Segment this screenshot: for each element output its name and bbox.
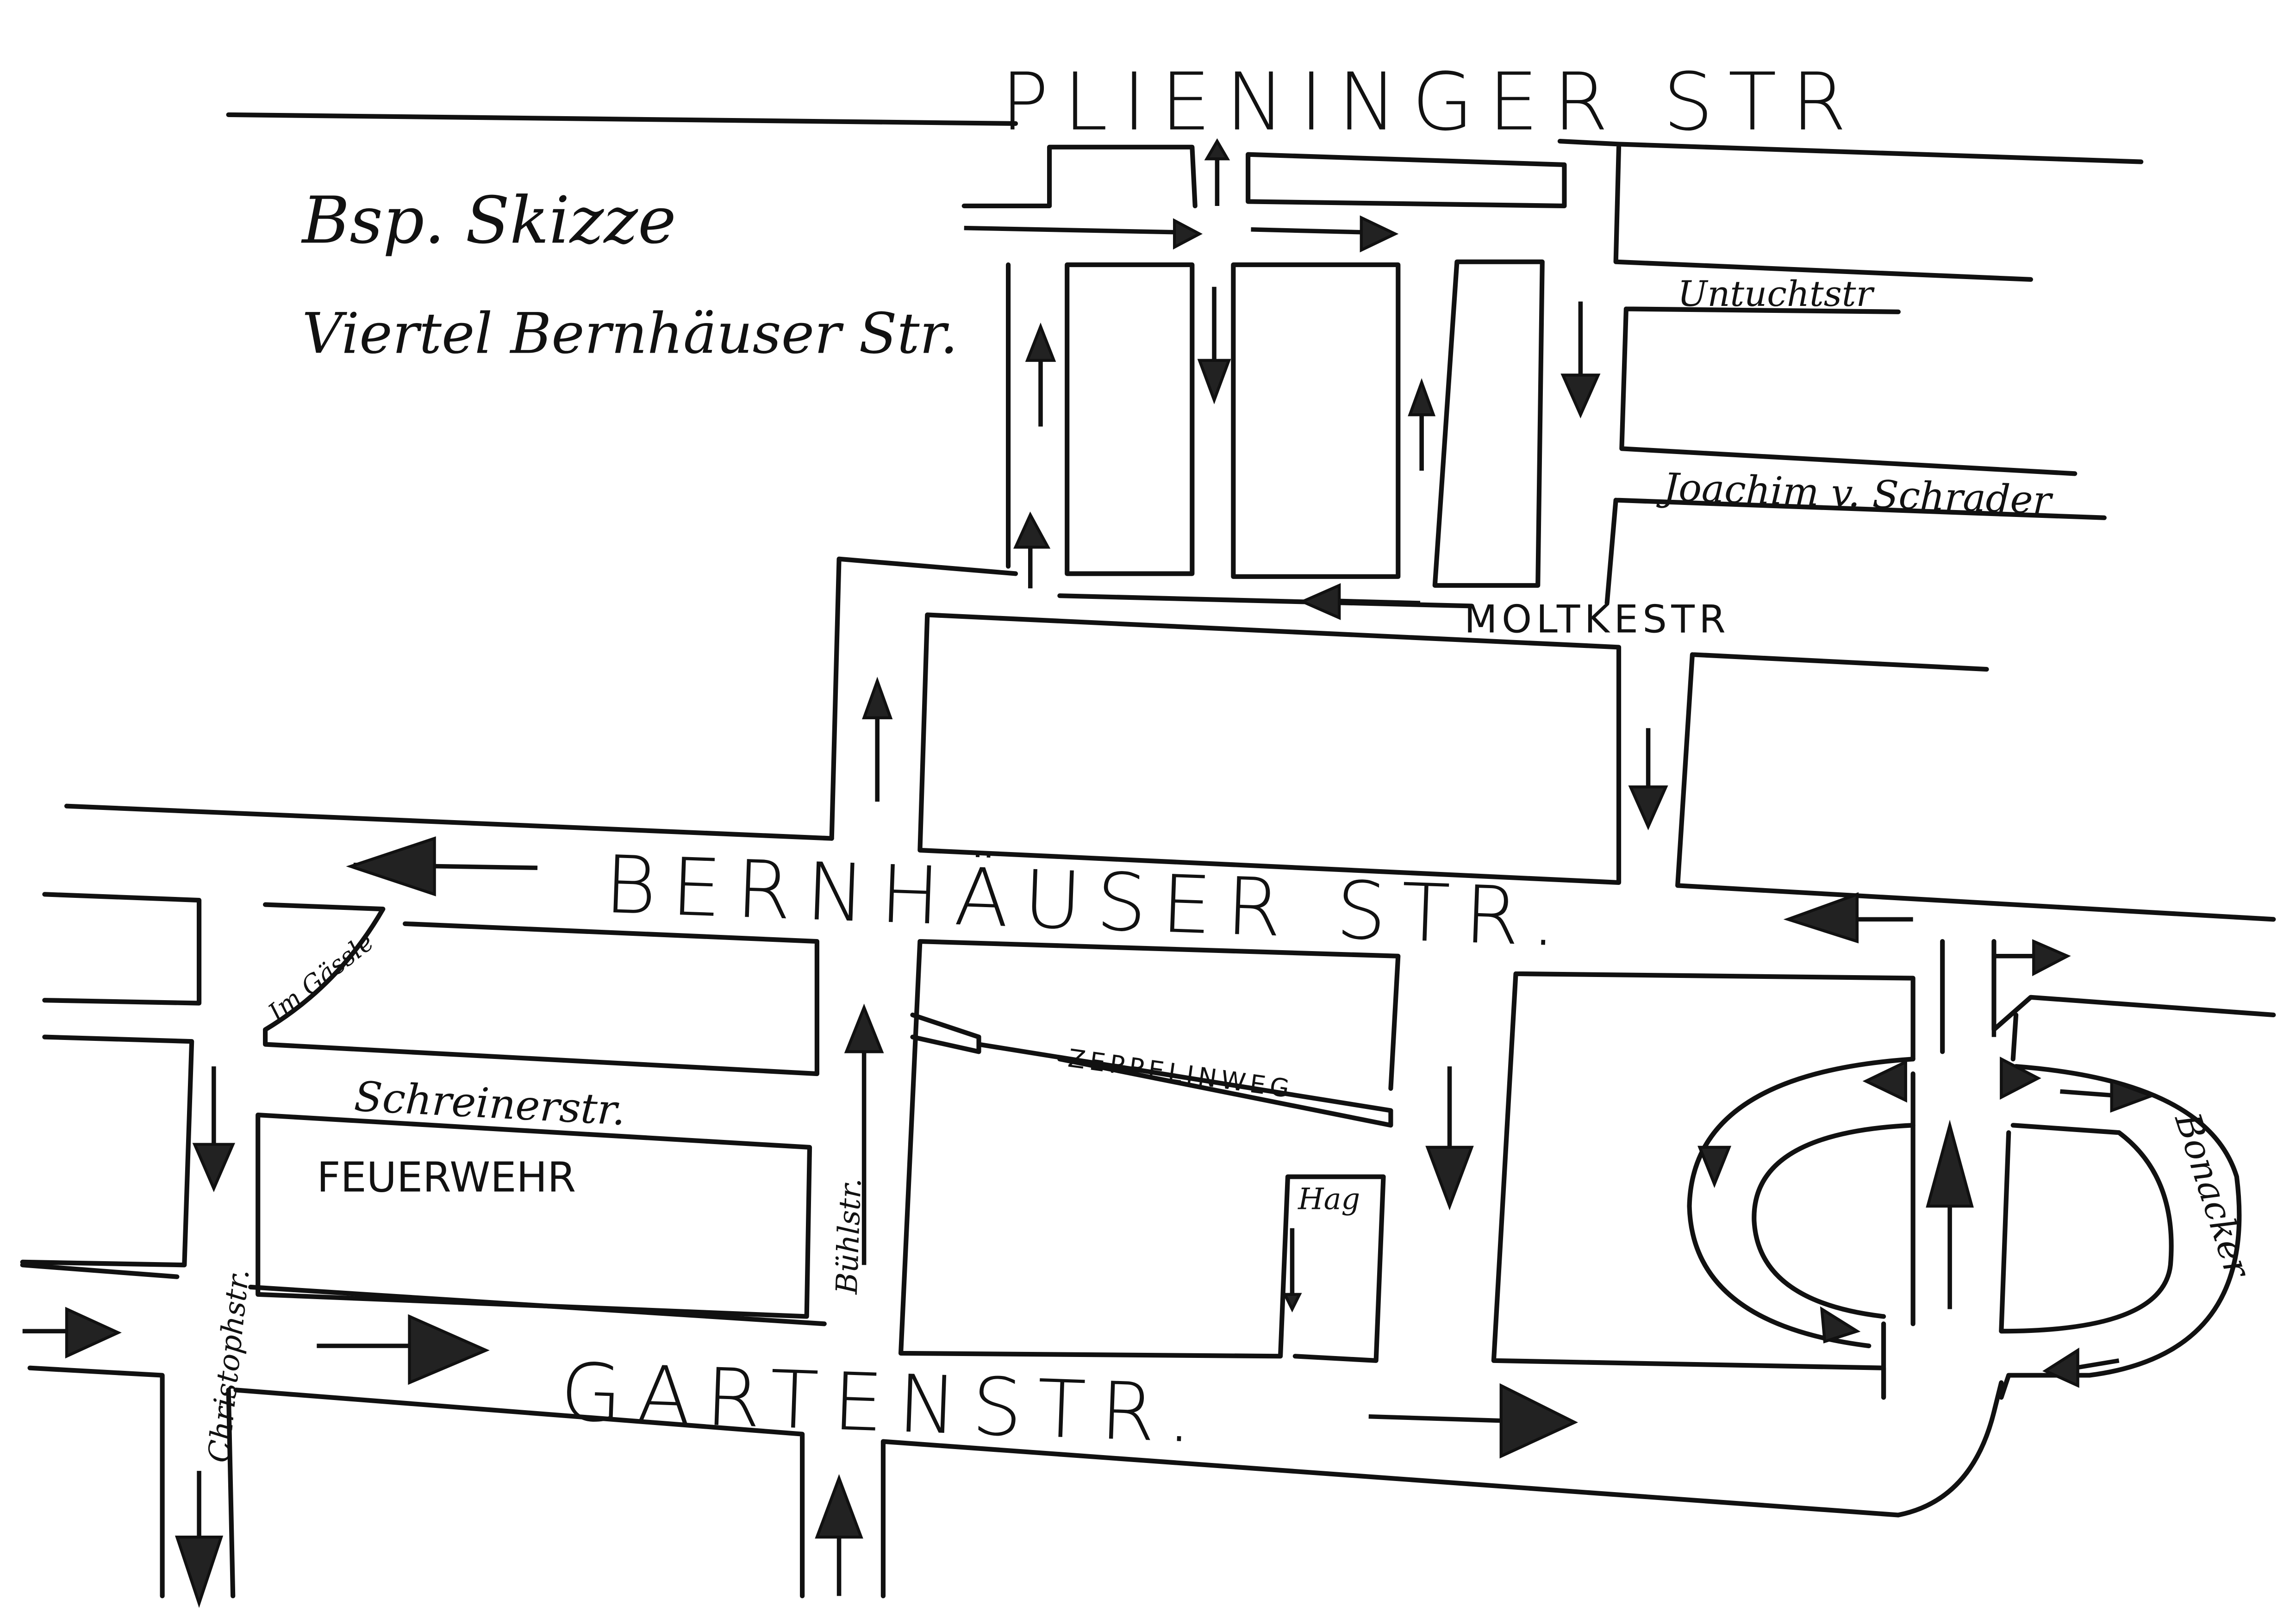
landmark-feuerwehr: FEUERWEHR <box>317 1153 576 1201</box>
arrow-down-icon <box>1697 1145 1732 1188</box>
arrow-left-icon <box>1862 1059 1907 1103</box>
arrow-up-icon <box>1013 511 1051 589</box>
street-label-gaessle: Im Gässle <box>262 927 379 1027</box>
street-label-hag: Hag <box>1298 1182 1360 1216</box>
one-way-arrows <box>22 138 2156 1608</box>
street-label-garten: GARTENSTR. <box>559 1346 1209 1461</box>
title-line-2: Viertel Bernhäuser Str. <box>302 302 958 367</box>
arrow-right-icon <box>1368 1383 1578 1459</box>
arrow-down-icon <box>1425 1066 1474 1211</box>
arrow-down-icon <box>1197 286 1231 404</box>
arrow-up-icon <box>1025 322 1056 427</box>
street-label-schrader: Joachim v. Schrader <box>1656 465 2054 523</box>
arrow-right-icon <box>317 1314 490 1385</box>
road-outlines <box>20 112 2276 1599</box>
labels: Bsp. Skizze Viertel Bernhäuser Str. PLIE… <box>201 56 2259 1464</box>
arrow-up-icon <box>844 1003 884 1265</box>
arrow-right-icon <box>2060 1079 2156 1113</box>
arrow-down-icon <box>1628 728 1668 830</box>
arrow-right-icon <box>1820 1306 1861 1344</box>
arrow-down-icon <box>1282 1228 1302 1313</box>
arrow-turn-right-icon <box>1991 939 2071 1037</box>
street-label-bernhaeuser: BERNHÄUSER STR. <box>603 839 1573 965</box>
arrow-left-icon <box>346 836 538 896</box>
arrow-right-icon <box>964 218 1203 250</box>
street-label-untucht: Untuchtstr <box>1678 273 1875 314</box>
arrow-right-icon <box>2000 1057 2041 1100</box>
arrow-left-icon <box>1298 583 1421 620</box>
street-label-moltke: MOLTKESTR <box>1464 597 1730 642</box>
street-label-plieninger: PLIENINGER STR <box>1001 56 1861 149</box>
arrow-up-icon <box>1204 138 1230 206</box>
arrow-right-icon <box>22 1307 122 1359</box>
arrow-up-icon <box>1408 378 1436 471</box>
arrow-up-icon <box>1926 1120 1974 1309</box>
arrow-down-icon <box>175 1471 224 1608</box>
street-label-bonacker: Bonacker <box>2167 1107 2259 1284</box>
arrow-left-icon <box>1783 892 1913 944</box>
street-label-christoph: Christophstr. <box>201 1267 256 1464</box>
street-label-zeppelin: ZEPPELINWEG <box>1066 1044 1295 1104</box>
street-label-buehl: Bühlstr. <box>830 1177 868 1295</box>
arrow-down-icon <box>192 1066 236 1192</box>
arrow-right-icon <box>1251 215 1399 253</box>
title-line-1: Bsp. Skizze <box>301 182 676 258</box>
arrow-up-icon <box>815 1474 863 1596</box>
arrow-left-icon <box>2042 1347 2120 1388</box>
arrow-up-icon <box>862 677 893 802</box>
arrow-down-icon <box>1560 301 1601 419</box>
